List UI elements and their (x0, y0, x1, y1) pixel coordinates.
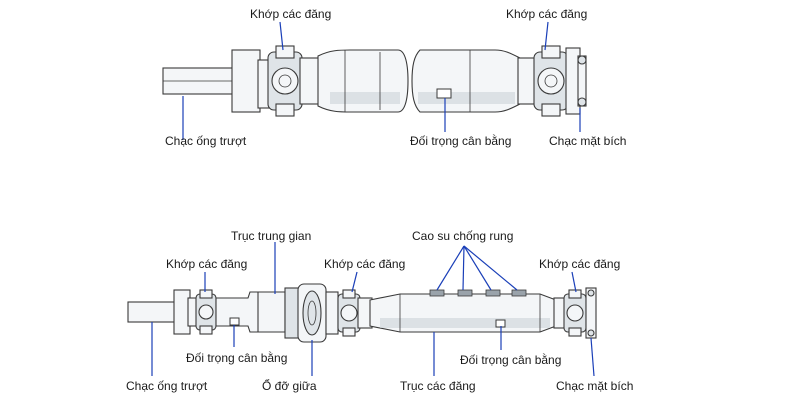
bottom-label-flange-yoke: Chạc mặt bích (556, 379, 633, 393)
rubber-damper-1 (429, 289, 445, 297)
bottom-balance-weight-right (495, 319, 506, 328)
bottom-label-ujoint-right: Khớp các đăng (539, 257, 620, 271)
rubber-damper-4 (511, 289, 527, 297)
top-label-flange-yoke: Chạc mặt bích (549, 134, 626, 148)
bottom-label-balance-weight-right: Đối trọng cân bằng (460, 352, 561, 367)
bottom-label-ujoint-middle: Khớp các đăng (324, 257, 405, 271)
bottom-flange-yoke (585, 287, 597, 339)
bottom-center-bearing (284, 283, 339, 343)
bottom-label-slip-yoke: Chạc ống trượt (126, 379, 208, 393)
bottom-ujoint-right (553, 289, 587, 337)
top-slip-yoke (162, 49, 273, 113)
top-label-ujoint-left: Khớp các đăng (250, 7, 331, 21)
bottom-intermediate-shaft (215, 291, 286, 333)
bottom-ujoint-left (195, 289, 217, 335)
top-ujoint-left (267, 45, 321, 117)
bottom-balance-weight-left (229, 317, 240, 326)
top-label-balance-weight: Đối trọng cân bằng (410, 133, 511, 148)
bottom-slip-yoke (127, 289, 199, 335)
rubber-damper-2 (457, 289, 473, 297)
top-label-slip-yoke: Chạc ống trượt (165, 134, 247, 148)
bottom-label-balance-weight-left: Đối trọng cân bằng (186, 350, 287, 365)
top-tube-left (317, 49, 409, 113)
top-label-ujoint-right: Khớp các đăng (506, 7, 587, 21)
top-tube-right (411, 49, 521, 113)
bottom-label-propeller-shaft: Trục các đăng (400, 379, 476, 393)
bottom-drive-shaft: Trục trung gian Cao su chống rung Khớp c… (126, 229, 633, 393)
bottom-label-rubber-dampers: Cao su chống rung (412, 229, 513, 243)
bottom-label-intermediate-shaft: Trục trung gian (231, 229, 311, 243)
bottom-label-ujoint-left: Khớp các đăng (166, 257, 247, 271)
top-ujoint-right (517, 45, 569, 117)
bottom-ujoint-middle (337, 289, 373, 337)
rubber-damper-3 (485, 289, 501, 297)
bottom-propeller-shaft (369, 289, 557, 333)
bottom-label-center-bearing: Ổ đỡ giữa (262, 378, 317, 393)
top-drive-shaft: Khớp các đăng Khớp các đăng Chạc ống trư… (162, 7, 626, 148)
top-balance-weight (436, 88, 452, 99)
top-flange-yoke (565, 47, 587, 115)
